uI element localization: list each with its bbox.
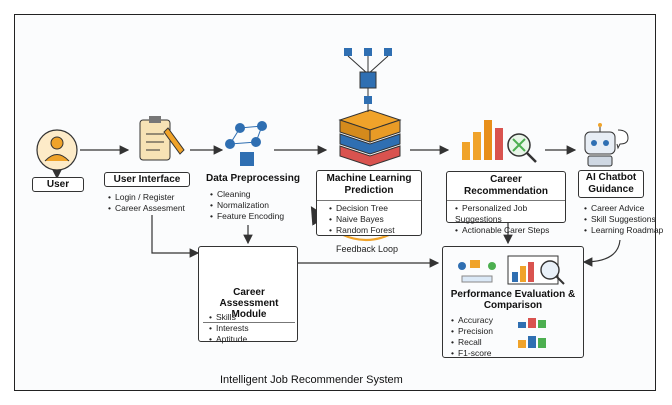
metrics-dashboard-icon [458, 255, 565, 285]
performance-evaluation-label: Performance Evaluation & Comparison [450, 289, 576, 311]
list-item: Accuracy [451, 315, 493, 326]
user-icon [36, 129, 78, 171]
ml-prediction-node: Machine Learning Prediction Decision Tre… [316, 170, 422, 236]
ai-chatbot-node: AI Chatbot Guidance [578, 170, 644, 198]
bar-chart-magnifier-icon [462, 120, 537, 163]
list-item: Skills [209, 312, 249, 323]
performance-evaluation-node: Performance Evaluation & Comparison Accu… [442, 246, 584, 358]
ml-prediction-label: Machine Learning Prediction [317, 171, 421, 201]
career-recommendation-label: Career Recommendation [447, 172, 565, 201]
network-cube-icon [225, 121, 267, 166]
list-item: Skill Suggestions [584, 214, 663, 225]
list-item: Precision [451, 326, 493, 337]
list-item: Career Advice [584, 203, 663, 214]
list-item: Naive Bayes [329, 214, 421, 225]
list-item: Feature Encoding [210, 211, 284, 222]
list-item: Aptitude [209, 334, 249, 345]
career-assessment-items: Skills Interests Aptitude [209, 312, 249, 345]
clipboard-icon [139, 116, 185, 161]
diagram-title: Intelligent Job Recommender System [220, 374, 403, 386]
user-interface-items: Login / Register Career Assesment [108, 192, 185, 214]
career-assessment-label: Career Assessment Module [203, 287, 295, 323]
list-item: Cleaning [210, 189, 284, 200]
list-item: Interests [209, 323, 249, 334]
ai-chatbot-label: AI Chatbot Guidance [585, 172, 637, 195]
list-item: Learning Roadmap [584, 225, 663, 236]
mini-bars-icon [518, 318, 546, 348]
data-preprocessing-items: Cleaning Normalization Feature Encoding [210, 189, 284, 222]
list-item: Recall [451, 337, 493, 348]
career-recommendation-node: Career Recommendation Personalized Job S… [446, 171, 566, 235]
career-assessment-node: Career Assessment Module Skills Interest… [198, 246, 298, 345]
ai-chatbot-items: Career Advice Skill Suggestions Learning… [584, 203, 663, 236]
list-item: Personalized Job Suggestions [455, 203, 559, 225]
list-item: Actionable Carer Steps [455, 225, 565, 236]
list-item: Career Assesment [108, 203, 185, 214]
user-label: User [46, 179, 70, 190]
list-item: Normalization [210, 200, 284, 211]
list-item: Decision Tree [329, 203, 421, 214]
user-node: User [32, 177, 84, 192]
list-item: Random Forest [329, 225, 421, 236]
data-preprocessing-label: Data Preprocessing [206, 173, 300, 184]
ml-prediction-items: Decision Tree Naive Bayes Random Forest [317, 201, 421, 236]
performance-evaluation-items: Accuracy Precision Recall F1-score [451, 315, 493, 359]
list-item: F1-score [451, 348, 493, 359]
network-chip-icon [344, 48, 392, 112]
career-recommendation-items: Personalized Job Suggestions Actionable … [447, 201, 565, 236]
robot-icon [584, 123, 629, 167]
list-item: Login / Register [108, 192, 185, 203]
user-interface-node: User Interface [104, 172, 190, 187]
user-interface-label: User Interface [113, 174, 181, 185]
feedback-loop-label: Feedback Loop [336, 244, 399, 254]
stacked-layers-icon [338, 109, 402, 167]
